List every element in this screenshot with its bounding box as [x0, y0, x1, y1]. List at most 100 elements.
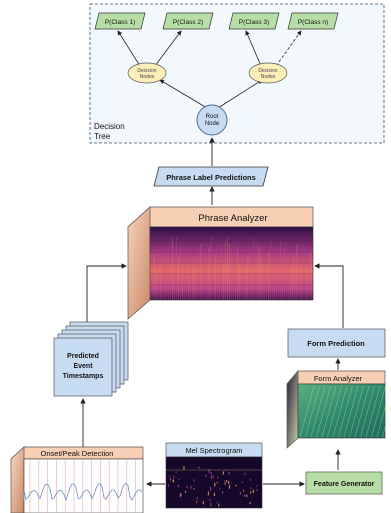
- mel-speck: [186, 486, 188, 488]
- mel-speck: [210, 471, 212, 475]
- mel-speck: [209, 498, 211, 502]
- decision-node-right-line1: Decision: [258, 68, 277, 74]
- mel-speck: [198, 467, 200, 469]
- mel-speck: [225, 469, 227, 472]
- mel-speck: [175, 471, 177, 473]
- form-streak: [321, 385, 337, 438]
- form-streak: [371, 385, 386, 438]
- mel-speck: [180, 493, 182, 497]
- phrase-analyzer-cube: Phrase Analyzer: [127, 206, 314, 320]
- mel-speck: [217, 476, 219, 479]
- timestamps-line2: Event: [73, 363, 93, 370]
- timestamps-line3: Timestamps: [63, 373, 104, 380]
- form-streak: [360, 385, 375, 438]
- mel-speck: [249, 479, 251, 481]
- class-2-label: P(Class 2): [173, 19, 203, 26]
- decision-tree-label-line1: Decision: [94, 122, 125, 131]
- form-prediction-box: Form Prediction: [287, 328, 386, 358]
- mel-speck: [235, 484, 237, 487]
- onset-marker-lines: [29, 460, 136, 513]
- mel-speck: [244, 494, 246, 497]
- mel-speck: [216, 501, 218, 504]
- form-streak: [316, 385, 331, 438]
- form-streak: [343, 385, 359, 438]
- mel-speck: [250, 487, 252, 489]
- onset-detection-cube: Onset/Peak Detection: [10, 446, 144, 513]
- form-analyzer-image: [297, 383, 386, 439]
- mel-speck: [207, 491, 209, 496]
- form-streak: [376, 385, 391, 438]
- class-box-2: P(Class 2): [162, 12, 214, 30]
- mel-speck: [246, 494, 248, 498]
- root-node-line1: Root: [206, 114, 219, 120]
- mel-speck: [216, 482, 218, 484]
- form-streak: [365, 385, 381, 438]
- mel-speck: [228, 480, 230, 485]
- mel-speck: [177, 484, 180, 488]
- mel-speck: [221, 491, 224, 494]
- feature-generator-box: Feature Generator: [305, 471, 383, 495]
- form-streak: [338, 385, 353, 438]
- class-n-label: P(Class n): [298, 19, 328, 26]
- mel-speck: [202, 501, 204, 505]
- onset-plot: [23, 458, 144, 513]
- mel-speck: [242, 489, 245, 492]
- onset-detection-label: Onset/Peak Detection: [41, 449, 114, 458]
- decision-node-right: Decision Nodes: [248, 62, 288, 84]
- mel-speck: [172, 479, 174, 482]
- mel-speck: [169, 475, 171, 477]
- form-streak: [354, 385, 370, 438]
- form-streak: [382, 404, 391, 438]
- mel-speck: [226, 480, 228, 482]
- mel-speck: [212, 475, 214, 478]
- root-node: Root Node: [196, 104, 228, 136]
- mel-speck: [209, 487, 212, 491]
- form-analyzer-cube: Form Analyzer: [286, 370, 391, 449]
- mel-speck: [224, 480, 226, 482]
- class-1-label: P(Class 1): [105, 19, 135, 26]
- mel-speck: [228, 471, 230, 475]
- arrow-form-to-phrase: [314, 263, 344, 328]
- form-streak: [305, 385, 320, 438]
- mel-speck: [196, 500, 198, 504]
- phrase-analyzer-spectrogram: [149, 226, 314, 301]
- class-box-1: P(Class 1): [94, 12, 146, 30]
- spectrogram-texture: [149, 229, 313, 300]
- mel-speck: [244, 472, 246, 475]
- mel-spectrogram-panel: Mel Spectrogram: [165, 442, 263, 509]
- predicted-event-timestamps-stack: Predicted Event Timestamps: [53, 321, 129, 397]
- mel-speck: [249, 491, 252, 494]
- mel-speck: [196, 497, 198, 500]
- feature-generator-label: Feature Generator: [314, 481, 375, 488]
- timestamps-line1: Predicted: [67, 353, 99, 360]
- mel-speck: [256, 485, 258, 487]
- form-analyzer-label: Form Analyzer: [314, 374, 363, 383]
- mel-speck: [168, 484, 170, 487]
- mel-speck: [210, 502, 212, 507]
- mel-speck: [183, 466, 185, 470]
- decision-node-left-line1: Decision: [137, 68, 156, 74]
- decision-node-right-line2: Nodes: [261, 74, 276, 80]
- mel-speck: [178, 478, 180, 480]
- form-texture: [299, 385, 391, 438]
- class-3-label: P(Class 3): [239, 19, 269, 26]
- tree-edges: [117, 30, 302, 109]
- phrase-analyzer-side: [127, 206, 151, 320]
- mel-spectrogram-image: [165, 456, 263, 509]
- mel-speck: [184, 490, 187, 493]
- mel-speck: [179, 493, 181, 498]
- form-streak: [310, 385, 326, 438]
- mel-speck: [214, 482, 216, 487]
- phrase-label-predictions-box: Phrase Label Predictions: [153, 166, 269, 187]
- mel-speck: [205, 474, 207, 477]
- decision-node-left-line2: Nodes: [140, 74, 155, 80]
- mel-speck: [208, 468, 210, 473]
- mel-speck: [210, 475, 212, 479]
- mel-speck: [222, 471, 224, 475]
- mel-speck: [213, 492, 215, 497]
- onset-envelope-curve: [23, 482, 143, 502]
- mel-speck: [252, 489, 254, 493]
- decision-node-left: Decision Nodes: [127, 62, 167, 84]
- mel-speck: [241, 481, 244, 483]
